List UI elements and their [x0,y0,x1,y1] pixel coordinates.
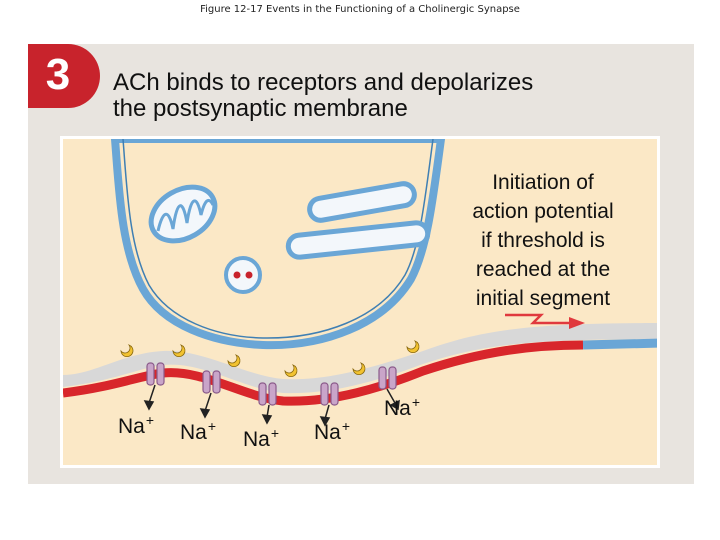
step-badge: 3 [28,44,100,108]
acetylcholine-molecule [227,354,241,367]
ach-receptor [320,382,339,406]
action-potential-note: Initiation of action potential if thresh… [448,168,638,313]
endoplasmic-reticulum [285,181,431,260]
note-line: if threshold is [481,229,605,252]
sodium-ion-label: Na+ [118,412,155,438]
synapse-diagram [60,136,660,468]
sodium-ion-label: Na+ [314,418,351,444]
ach-receptor [202,370,221,394]
action-potential-arrow [505,313,585,329]
postsynaptic-membrane-resting [582,338,657,350]
sodium-ion-label: Na+ [243,425,280,451]
sodium-influx-arrow [199,392,212,419]
synaptic-cleft [63,323,657,394]
synaptic-vesicle [224,256,262,294]
synapse-illustration [63,139,657,427]
acetylcholine-molecule [352,362,366,375]
note-line: initial segment [475,287,611,310]
ach-receptor [258,382,277,406]
note-line: Initiation of [492,171,594,194]
mitochondrion [148,184,218,244]
ach-receptor [378,366,397,390]
acetylcholine-molecule [172,344,186,357]
sodium-influx-arrow [143,384,156,411]
ach-receptor [146,362,165,386]
step-heading-line-2: the postsynaptic membrane [113,95,408,122]
acetylcholine-molecule [406,340,420,353]
sodium-ion-label: Na+ [180,418,217,444]
note-line: action potential [472,200,614,223]
acetylcholine-molecule [120,344,134,357]
acetylcholine-molecule [284,364,298,377]
figure-caption: Figure 12-17 Events in the Functioning o… [200,4,520,15]
step-heading-line-1: ACh binds to receptors and depolarizes [113,69,534,96]
presynaptic-membrane-inner [122,139,434,339]
sodium-influx-arrow [319,404,331,427]
note-line: reached at the [475,258,611,281]
step-heading: ACh binds to receptors and depolarizes t… [113,70,673,122]
sodium-influx-arrow [261,404,273,425]
step-number: 3 [45,50,71,99]
sodium-ion-label: Na+ [384,394,421,420]
sodium-influx-arrow [386,388,400,411]
